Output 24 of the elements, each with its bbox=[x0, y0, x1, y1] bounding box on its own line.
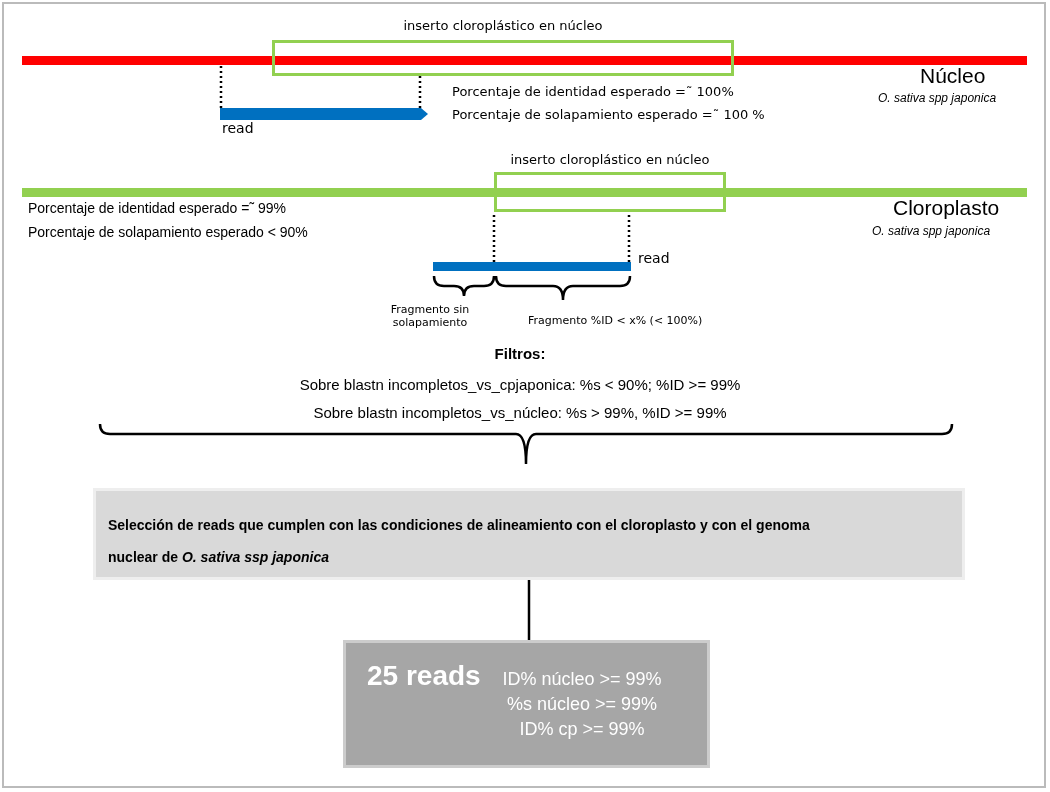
dotted-line bbox=[492, 212, 496, 262]
criteria-text: ID% núcleo >= 99% %s núcleo >= 99% ID% cp >= 99% bbox=[501, 668, 663, 741]
read-label: read bbox=[638, 250, 670, 266]
inset-label: inserto cloroplástico en núcleo bbox=[509, 152, 711, 167]
bracket-label: Fragmento %ID < x% (< 100%) bbox=[528, 314, 703, 327]
process-text: Selección de reads que cumplen con las condiciones de alineamiento con el cloroplasto y con el genoma nuclear de O. sativa ssp japonica bbox=[108, 516, 811, 567]
track-title: Cloroplasto bbox=[893, 196, 1000, 220]
dotted-line bbox=[627, 212, 631, 262]
count-text: 25 reads bbox=[367, 660, 481, 692]
note-text: Porcentaje de solapamiento esperado =˜ 100 % bbox=[452, 107, 765, 122]
bracket-label: Fragmento sin solapamiento bbox=[389, 303, 471, 329]
dotted-line bbox=[219, 65, 223, 108]
note-text: Porcentaje de solapamiento esperado < 90% bbox=[28, 224, 308, 240]
read-label: read bbox=[222, 120, 254, 136]
species-label: O. sativa spp japonica bbox=[872, 224, 991, 238]
heading: Filtros: bbox=[493, 345, 547, 362]
dotted-line bbox=[418, 76, 422, 108]
note-text: Sobre blastn incompletos_vs_núcleo: %s > 99%, %ID >= 99% bbox=[312, 404, 728, 421]
note-text: Sobre blastn incompletos_vs_cpjaponica: %s < 90%; %ID >= 99% bbox=[298, 376, 742, 393]
species-label: O. sativa spp japonica bbox=[878, 91, 997, 105]
connector-line bbox=[527, 580, 531, 640]
inset-label: inserto cloroplástico en núcleo bbox=[402, 18, 604, 33]
note-text: Porcentaje de identidad esperado =˜ 100% bbox=[452, 84, 734, 99]
track-title: Núcleo bbox=[920, 64, 986, 88]
